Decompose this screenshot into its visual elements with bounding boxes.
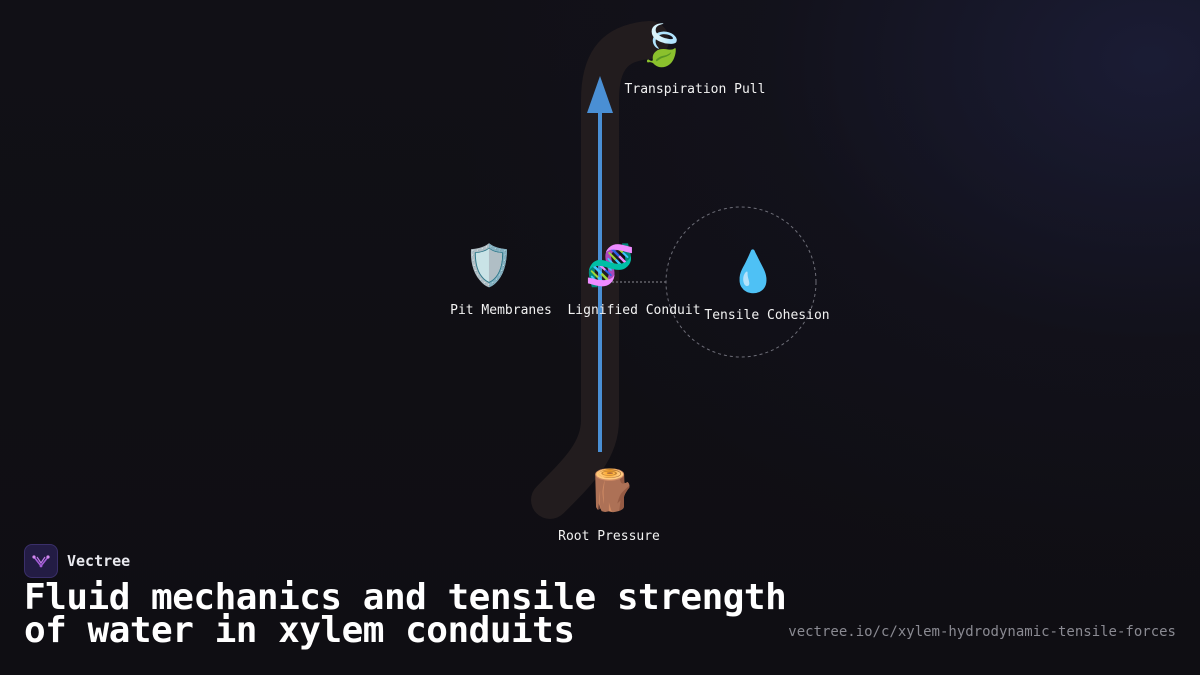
wood-log-icon: 🪵 <box>586 468 636 514</box>
page-title: Fluid mechanics and tensile strength of … <box>24 577 787 651</box>
dna-icon: 🧬 <box>585 243 635 289</box>
source-url[interactable]: vectree.io/c/xylem-hydrodynamic-tensile-… <box>788 624 1176 640</box>
lignified-conduit-label: Lignified Conduit <box>567 303 701 318</box>
shield-icon: 🛡️ <box>464 243 514 289</box>
tensile-cohesion-label: Tensile Cohesion <box>704 308 830 323</box>
pit-membranes-label: Pit Membranes <box>450 303 552 318</box>
leaf-fluttering-in-wind-icon: 🍃 <box>637 23 687 69</box>
root-pressure-label: Root Pressure <box>558 529 660 544</box>
brand-name: Vectree <box>67 552 131 570</box>
tensile-cohesion-ring <box>665 206 817 358</box>
brand[interactable]: Vectree <box>24 544 130 578</box>
transpiration-pull-label: Transpiration Pull <box>624 82 766 97</box>
vectree-logo-icon <box>24 544 58 578</box>
droplet-icon: 💧 <box>728 249 778 295</box>
water-flow-arrow-head <box>587 76 613 113</box>
